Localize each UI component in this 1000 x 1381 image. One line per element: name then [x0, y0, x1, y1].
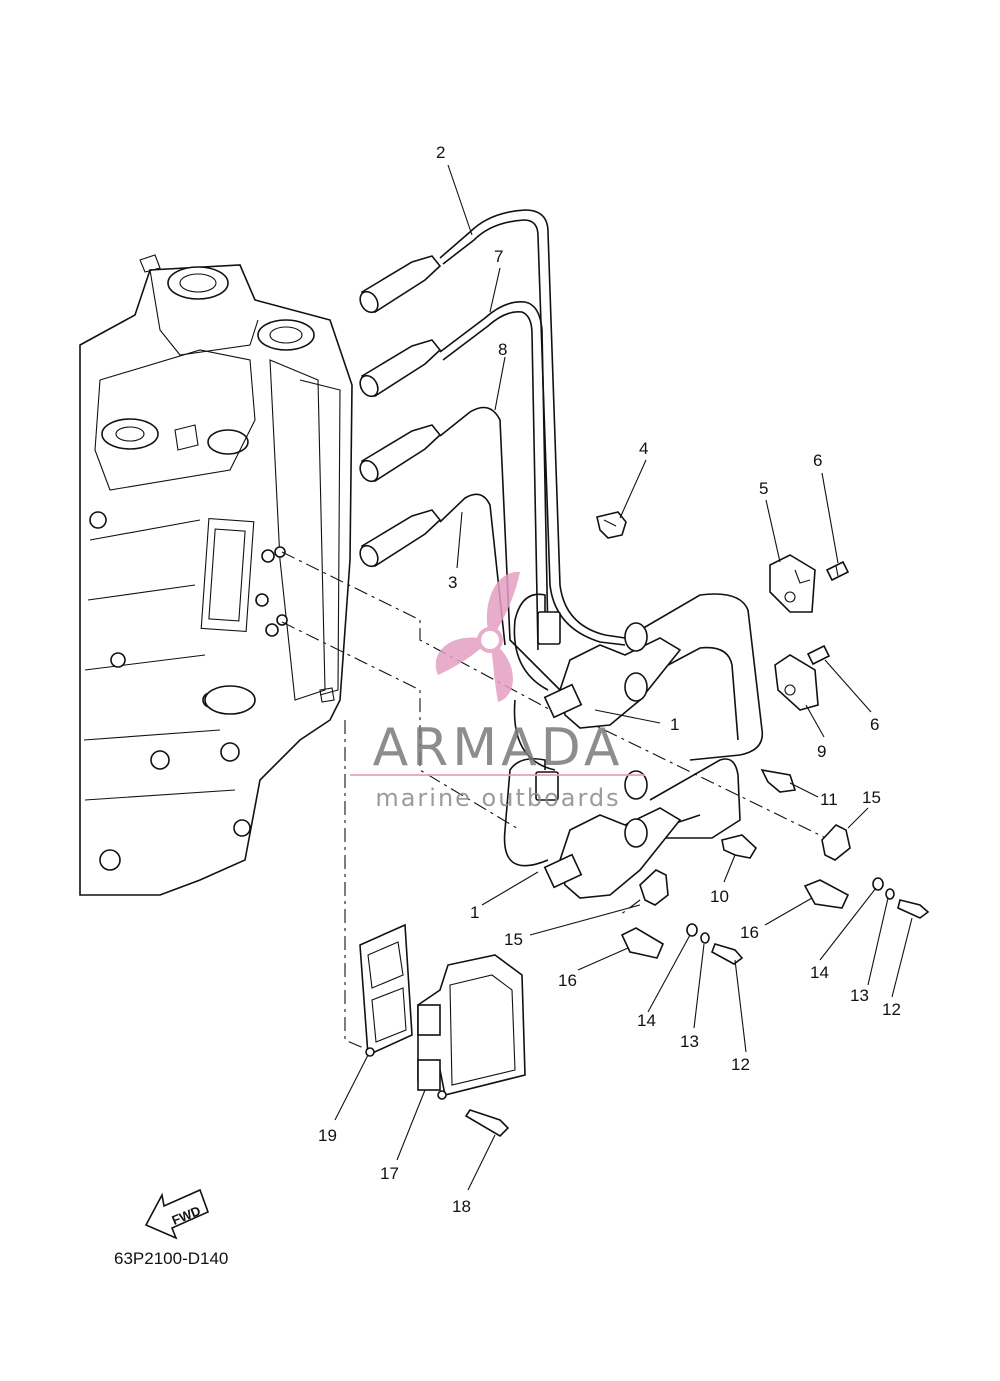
washer-part-14-left — [686, 923, 698, 937]
cdi-unit-part-17 — [417, 954, 526, 1100]
holder-part-16-left — [620, 927, 665, 959]
engine-block — [79, 254, 353, 896]
spark-plug-cords — [359, 209, 764, 839]
callout-19: 19 — [318, 1126, 337, 1145]
watermark: ARMADA marine outboards — [350, 571, 645, 812]
callout-3: 3 — [448, 573, 457, 592]
callout-labels: 2 7 8 3 4 5 6 6 9 1 1 11 15 10 15 16 16 … — [318, 143, 901, 1216]
bracket-part-15-right — [821, 824, 851, 861]
bolt-part-18 — [464, 1109, 510, 1138]
screw-part-6-upper — [825, 560, 850, 582]
washer-part-13-right — [885, 888, 895, 900]
callout-18: 18 — [452, 1197, 471, 1216]
callout-4: 4 — [639, 439, 648, 458]
callout-5: 5 — [759, 479, 768, 498]
plug-cap — [359, 509, 442, 568]
callout-7: 7 — [494, 247, 503, 266]
callout-17: 17 — [380, 1164, 399, 1183]
callout-8: 8 — [498, 340, 507, 359]
callout-12-right: 12 — [882, 1000, 901, 1019]
callout-10: 10 — [710, 887, 729, 906]
bracket-part-15-left — [639, 869, 669, 906]
clip-part-11 — [760, 768, 797, 793]
callout-11: 11 — [820, 790, 838, 809]
callout-15-left: 15 — [504, 930, 523, 949]
callout-16-right: 16 — [740, 923, 759, 942]
callout-6-upper: 6 — [813, 451, 822, 470]
ignition-coil-lower — [503, 757, 682, 899]
plug-cap — [359, 255, 442, 314]
watermark-tagline: marine outboards — [375, 784, 620, 812]
callout-1-upper: 1 — [670, 715, 679, 734]
callout-1-lower: 1 — [470, 903, 479, 922]
plug-cap — [359, 424, 442, 483]
callout-14-left: 14 — [637, 1011, 656, 1030]
callout-15-right: 15 — [862, 788, 881, 807]
fwd-arrow-icon: FWD — [144, 1188, 210, 1240]
washer-part-13-left — [700, 932, 710, 944]
callout-12-left: 12 — [731, 1055, 750, 1074]
callout-leaders — [334, 164, 913, 1191]
holder-part-16-right — [803, 879, 850, 909]
diagram-code: 63P2100-D140 — [114, 1249, 228, 1268]
plug-cap — [359, 339, 442, 398]
bracket-part-9 — [774, 654, 819, 711]
gasket-part-19 — [359, 923, 413, 1057]
callout-6-lower: 6 — [870, 715, 879, 734]
bolt-part-12-right — [897, 899, 930, 919]
callout-16-left: 16 — [558, 971, 577, 990]
ignition-coil-upper — [513, 593, 682, 771]
bolt-part-12-left — [711, 943, 744, 965]
callout-2: 2 — [436, 143, 445, 162]
callout-13-right: 13 — [850, 986, 869, 1005]
propeller-logo-icon — [435, 571, 520, 702]
clamp-part-4 — [596, 511, 627, 539]
callout-14-right: 14 — [810, 963, 829, 982]
washer-part-14-right — [872, 877, 884, 891]
callout-13-left: 13 — [680, 1032, 699, 1051]
clamp-part-10 — [721, 834, 758, 859]
bracket-part-5 — [769, 554, 816, 613]
callout-9: 9 — [817, 742, 826, 761]
screw-part-6-lower — [806, 644, 831, 666]
watermark-brand: ARMADA — [373, 718, 624, 778]
